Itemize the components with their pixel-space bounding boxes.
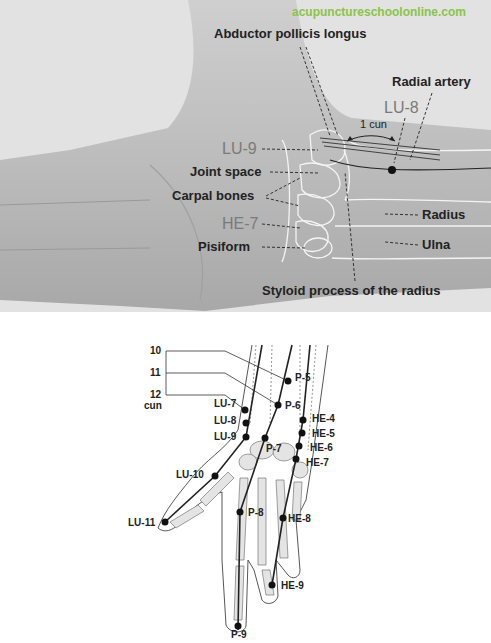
measure-arc <box>347 136 395 141</box>
point-label: LU-8 <box>214 415 236 426</box>
dimension-label: 12 <box>150 389 161 400</box>
point-label: HE-7 <box>222 215 258 233</box>
structure-label: Radial artery <box>392 75 471 89</box>
dimension-label: 11 <box>150 367 161 378</box>
point-label: HE-7 <box>306 457 329 468</box>
acupoint-dot <box>388 166 396 174</box>
dimension-label: cun <box>144 400 162 411</box>
finger-creases <box>0 200 150 250</box>
point-label: LU-8 <box>384 99 419 117</box>
tendons <box>320 138 440 160</box>
measure-arrowheads <box>347 136 395 141</box>
structure-label: Radius <box>422 208 465 222</box>
point-label: LU-10 <box>176 469 204 480</box>
point-label: LU-9 <box>214 431 236 442</box>
forearm-bones <box>332 140 491 259</box>
structure-label: Ulna <box>422 238 450 252</box>
cun-bracket <box>166 351 288 410</box>
point-label: LU-7 <box>214 398 236 409</box>
structure-label: Abductor pollicis longus <box>214 27 366 41</box>
point-label: HE-5 <box>312 428 335 439</box>
structure-label: Styloid process of the radius <box>262 284 440 298</box>
acupoint-dots <box>162 378 307 630</box>
hand-photo <box>0 0 491 311</box>
structure-label: Joint space <box>190 165 262 179</box>
point-label: P-8 <box>248 507 264 518</box>
watermark: acupunctureschoolonline.com <box>292 6 466 19</box>
photo-ground <box>0 0 491 312</box>
point-label: LU-11 <box>128 517 155 528</box>
dimension-label: 10 <box>150 345 161 356</box>
meridian-lines <box>165 345 310 630</box>
point-label: HE-8 <box>288 513 311 524</box>
point-label: HE-6 <box>310 442 333 453</box>
hand-outline <box>158 345 328 632</box>
point-label: P-9 <box>231 629 247 640</box>
point-label: HE-4 <box>312 413 335 424</box>
point-label: P-7 <box>266 443 282 454</box>
point-label: LU-9 <box>222 140 257 158</box>
point-label: P-5 <box>295 372 311 383</box>
radial-artery <box>330 160 491 170</box>
structure-label: Carpal bones <box>172 189 254 203</box>
structure-label: Pisiform <box>198 240 250 254</box>
palm-crease <box>150 165 203 300</box>
point-label: P-6 <box>285 400 301 411</box>
dimension-label: 1 cun <box>360 118 387 130</box>
point-label: HE-9 <box>281 580 304 591</box>
